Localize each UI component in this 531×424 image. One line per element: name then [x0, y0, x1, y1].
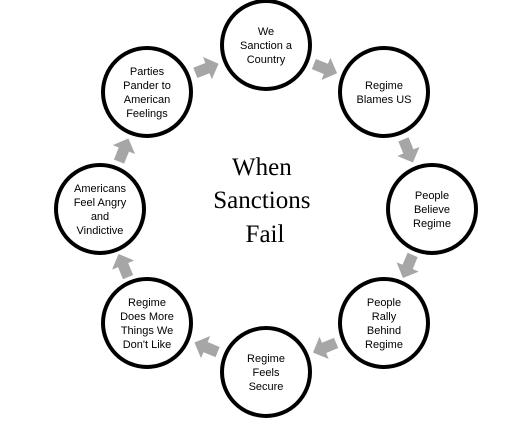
node-label-line: Blames US	[356, 94, 411, 106]
node-label-line: Americans	[74, 183, 126, 195]
node-label-line: Regime	[247, 353, 285, 365]
node-label-line: Feels	[253, 367, 280, 379]
diagram-title: When Sanctions Fail	[213, 154, 316, 248]
title-line-3: Fail	[246, 221, 285, 248]
node-label-line: Country	[247, 54, 286, 66]
node-label-line: Does More	[120, 311, 174, 323]
arrow-americans-angry-to-parties-pander	[112, 138, 136, 164]
node-label-line: Things We	[121, 325, 173, 337]
node-circle	[338, 277, 430, 369]
node-circle	[101, 277, 193, 369]
title-line-2: Sanctions	[213, 187, 310, 214]
node-circle	[54, 163, 146, 255]
arrow-regime-blames-to-people-believe	[397, 137, 420, 163]
node-label-line: Regime	[413, 218, 451, 230]
arrow-people-believe-to-people-rally	[396, 252, 419, 278]
node-label-line: Don't Like	[123, 339, 172, 351]
node-label-line: Believe	[414, 204, 450, 216]
node-circle	[386, 163, 478, 255]
arrow-we-sanction-to-regime-blames	[311, 57, 338, 81]
title-line-1: When	[232, 154, 292, 181]
node-label-line: Vindictive	[77, 225, 124, 237]
node-circle	[101, 46, 193, 138]
arrow-regime-does-more-to-americans-angry	[112, 253, 135, 280]
node-label-line: Secure	[249, 381, 284, 393]
node-label-line: Pander to	[123, 80, 171, 92]
node-label-line: Feelings	[126, 108, 168, 120]
node-label-line: Regime	[128, 297, 166, 309]
node-label-line: Behind	[367, 325, 401, 337]
node-circle	[220, 0, 312, 91]
node-label-line: American	[124, 94, 170, 106]
node-label-line: Parties	[130, 66, 165, 78]
arrows-layer	[112, 56, 420, 359]
node-label-line: Regime	[365, 80, 403, 92]
node-circle	[220, 326, 312, 418]
arrow-parties-pander-to-we-sanction	[193, 56, 219, 80]
node-label-line: Regime	[365, 339, 403, 351]
node-label-line: and	[91, 211, 109, 223]
node-label-line: Feel Angry	[74, 197, 127, 209]
arrow-regime-secure-to-regime-does-more	[194, 336, 220, 359]
node-circle	[338, 46, 430, 138]
arrow-people-rally-to-regime-secure	[312, 336, 339, 359]
node-label-line: People	[367, 297, 401, 309]
node-label-line: Rally	[372, 311, 397, 323]
node-label-line: People	[415, 190, 449, 202]
node-label-line: Sanction a	[240, 40, 293, 52]
node-label-line: We	[258, 26, 274, 38]
